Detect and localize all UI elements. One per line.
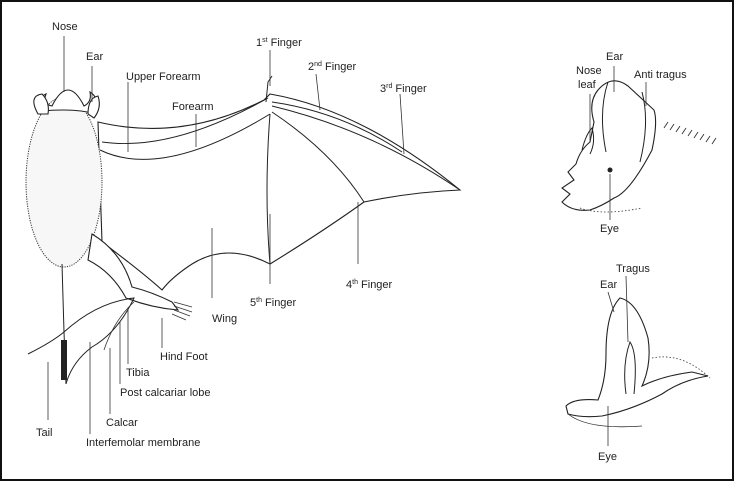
- label-forearm: Forearm: [172, 101, 214, 113]
- label-tibia: Tibia: [126, 367, 150, 379]
- head-detail-1-eye: [608, 168, 613, 173]
- label-head1-leaf: leaf: [578, 79, 597, 91]
- label-head1-nose: Nose: [576, 65, 602, 77]
- tail-dark-segment: [61, 340, 67, 380]
- wing-membrane: [98, 94, 460, 290]
- label-ear: Ear: [86, 51, 103, 63]
- label-third-finger: 3rd Finger: [380, 83, 427, 95]
- head-detail-2-face: [566, 298, 708, 417]
- hind-foot-toes: [172, 302, 192, 320]
- label-fifth-finger: 5th Finger: [250, 297, 297, 309]
- label-head2-ear: Ear: [600, 279, 617, 291]
- label-head1-ear: Ear: [606, 51, 623, 63]
- label-head1-anti-tragus: Anti tragus: [634, 69, 687, 81]
- label-first-finger: 1st Finger: [256, 37, 302, 49]
- bat-left-ear: [34, 94, 49, 114]
- label-head2-tragus: Tragus: [616, 263, 650, 275]
- label-interfemoral-membrane: Interfemolar membrane: [86, 437, 200, 449]
- interfemoral-membrane: [28, 298, 134, 384]
- label-nose: Nose: [52, 21, 78, 33]
- label-post-calcariar-lobe: Post calcariar lobe: [120, 387, 211, 399]
- label-calcar: Calcar: [106, 417, 138, 429]
- label-tail: Tail: [36, 427, 53, 439]
- label-upper-forearm: Upper Forearm: [126, 71, 201, 83]
- label-second-finger: 2nd Finger: [308, 61, 357, 73]
- label-hind-foot: Hind Foot: [160, 351, 208, 363]
- label-fourth-finger: 4th Finger: [346, 279, 393, 291]
- label-head2-eye: Eye: [598, 451, 617, 463]
- calcar-line: [104, 302, 134, 350]
- head-detail-1-fur-hatch: [664, 122, 716, 144]
- label-wing: Wing: [212, 313, 237, 325]
- label-head1-eye: Eye: [600, 223, 619, 235]
- head-detail-1-face: [562, 81, 656, 210]
